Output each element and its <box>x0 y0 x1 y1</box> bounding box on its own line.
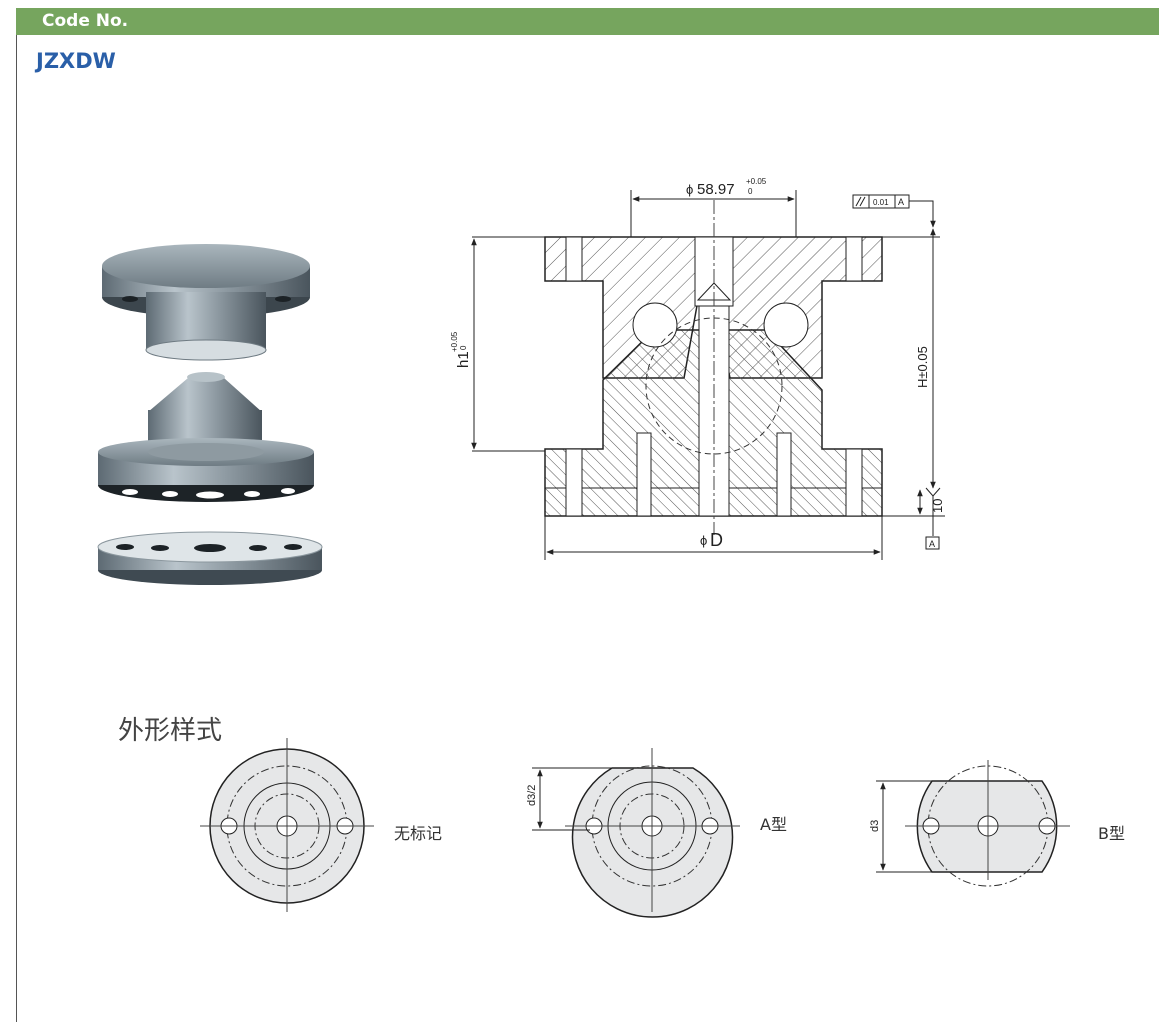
variant-none-label: 无标记 <box>394 824 443 843</box>
parallel-datum: A <box>898 197 904 207</box>
exploded-3d-view <box>97 244 323 585</box>
height-h1: h1 <box>455 351 472 368</box>
variant-b-label: B型 <box>1098 824 1125 843</box>
h1-tolerance-upper: +0.05 <box>450 331 459 352</box>
upper-part-render <box>102 244 310 361</box>
variant-none-view <box>200 738 374 912</box>
h1-tolerance-lower: 0 <box>459 345 468 350</box>
height-h: H±0.05 <box>915 346 930 388</box>
variant-b-view: d3 <box>869 760 1070 887</box>
bore-tolerance-lower: 0 <box>748 187 753 196</box>
section-title-variants: 外形样式 <box>118 716 223 746</box>
outer-diameter-symbol: ϕ <box>700 533 707 548</box>
middle-part-render <box>98 372 314 502</box>
variant-a-dim: d3/2 <box>526 785 538 806</box>
header-bar: Code No. <box>16 8 1159 35</box>
parallel-tolerance: 0.01 <box>873 198 889 207</box>
cross-section-view: ϕ 58.97 +0.05 0 h1 +0.05 0 H±0.05 10 A <box>450 177 945 560</box>
header-label: Code No. <box>42 11 129 31</box>
outer-diameter-label: D <box>710 530 723 550</box>
datum-box-label: A <box>929 539 935 549</box>
diameter-symbol: ϕ <box>686 182 693 197</box>
left-border-rule <box>16 35 17 1022</box>
bottom-plate-render <box>97 531 323 585</box>
bore-dimension: 58.97 <box>697 181 735 198</box>
variant-b-dim: d3 <box>869 820 881 832</box>
bore-tolerance-upper: +0.05 <box>746 177 767 186</box>
variant-a-label: A型 <box>760 815 787 834</box>
flange-thickness: 10 <box>930 499 945 513</box>
variant-a-view: d3/2 <box>526 748 740 918</box>
product-code: JZXDW <box>36 49 116 73</box>
